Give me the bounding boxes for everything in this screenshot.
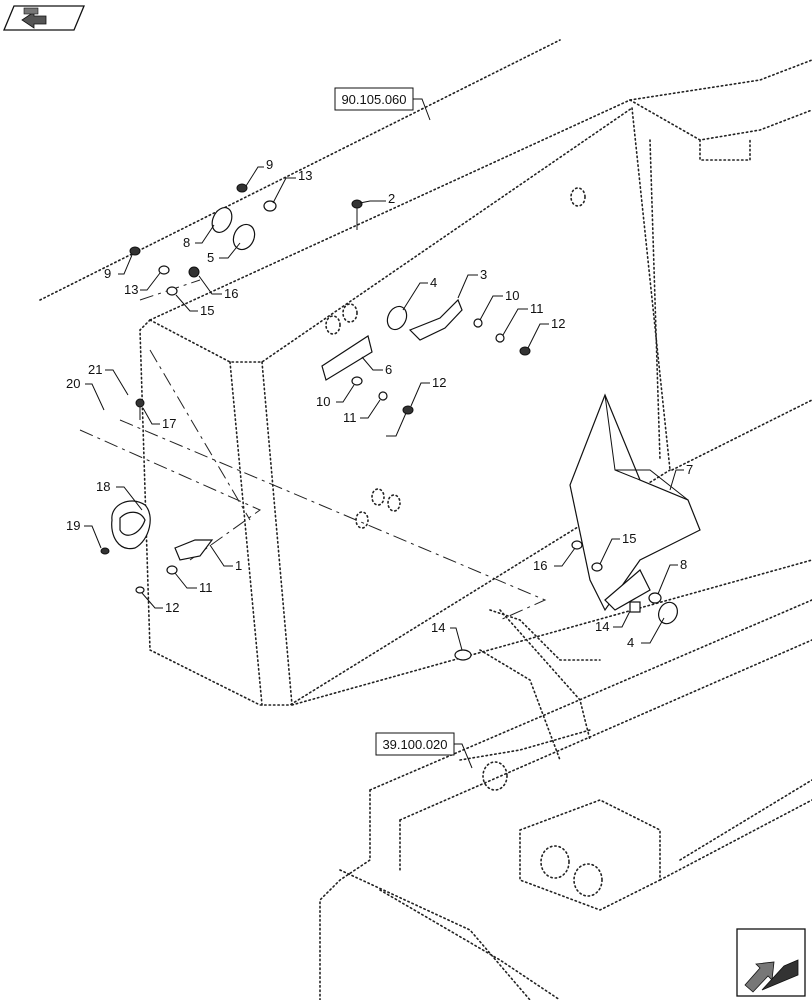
callout-1: 1 — [235, 558, 242, 573]
callout-3: 3 — [480, 267, 487, 282]
callout-leaders — [84, 166, 684, 651]
callout-17: 17 — [162, 416, 176, 431]
callout-13: 13 — [124, 282, 138, 297]
callout-15: 15 — [200, 303, 214, 318]
center-lines — [79, 279, 547, 621]
callout-14: 14 — [431, 620, 445, 635]
callout-4: 4 — [430, 275, 437, 290]
callout-11: 11 — [530, 301, 544, 316]
callout-6: 6 — [385, 362, 392, 377]
callout-5: 5 — [207, 250, 214, 265]
callout-21: 21 — [88, 362, 102, 377]
callout-13: 13 — [298, 168, 312, 183]
callout-11: 11 — [343, 410, 357, 425]
callout-20: 20 — [66, 376, 80, 391]
callout-9: 9 — [266, 157, 273, 172]
callout-14: 14 — [595, 619, 609, 634]
callout-7: 7 — [686, 462, 693, 477]
reference-90-105-060[interactable]: 90.105.060 — [334, 87, 431, 121]
callout-16: 16 — [224, 286, 238, 301]
reference-label-upper: 90.105.060 — [341, 92, 406, 107]
callout-12: 12 — [551, 316, 565, 331]
callout-8: 8 — [680, 557, 687, 572]
callout-10: 10 — [505, 288, 519, 303]
callout-16: 16 — [533, 558, 547, 573]
callout-4: 4 — [627, 635, 634, 650]
callout-12: 12 — [165, 600, 179, 615]
next-page-icon[interactable] — [736, 928, 806, 997]
reference-label-lower: 39.100.020 — [382, 737, 447, 752]
callout-8: 8 — [183, 235, 190, 250]
reference-39-100-020[interactable]: 39.100.020 — [375, 732, 473, 769]
callout-18: 18 — [96, 479, 110, 494]
callout-12: 12 — [432, 375, 446, 390]
fastener-parts — [100, 183, 701, 661]
callout-11: 11 — [199, 580, 213, 595]
callout-10: 10 — [316, 394, 330, 409]
machine-body — [39, 39, 812, 1000]
callout-2: 2 — [388, 191, 395, 206]
callout-15: 15 — [622, 531, 636, 546]
callout-9: 9 — [104, 266, 111, 281]
callout-labels: 9 13 2 8 5 9 13 16 15 4 3 10 11 12 6 10 … — [66, 157, 693, 650]
previous-page-icon[interactable] — [3, 5, 85, 31]
callout-19: 19 — [66, 518, 80, 533]
